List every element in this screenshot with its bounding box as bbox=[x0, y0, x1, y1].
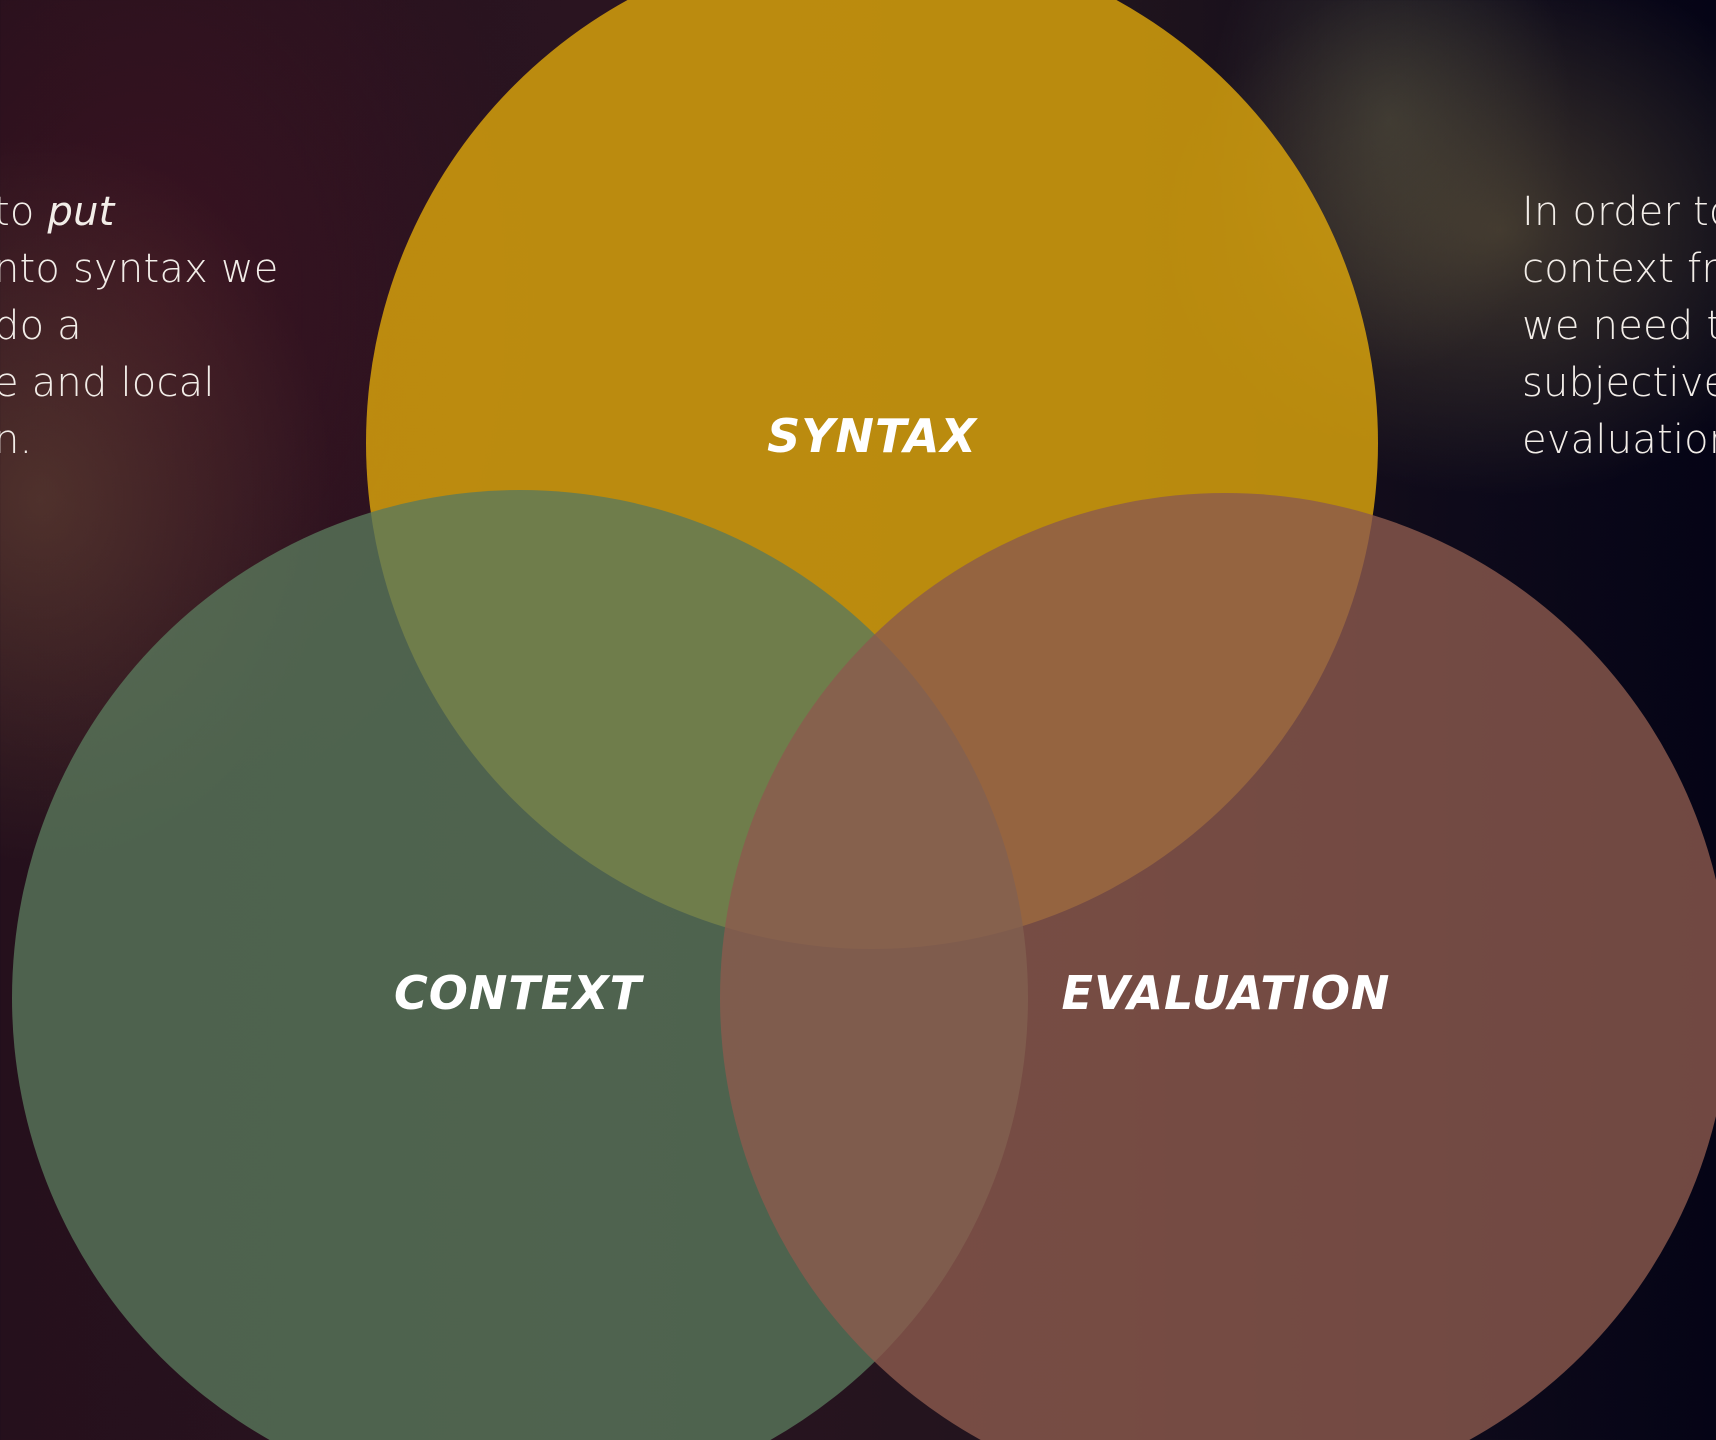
left-text-line-4: e and local bbox=[0, 360, 215, 406]
syntax-label: SYNTAX bbox=[767, 409, 978, 463]
left-text-line-5: n. bbox=[0, 417, 33, 463]
right-text-line-5: evaluation bbox=[1522, 417, 1716, 463]
context-label: CONTEXT bbox=[394, 966, 645, 1020]
evaluation-circle bbox=[720, 493, 1716, 1440]
right-description-text: In order to context fro we need t subjec… bbox=[1522, 184, 1716, 469]
left-text-line-1: to put bbox=[0, 189, 115, 235]
emphasis-put: put bbox=[47, 189, 115, 235]
evaluation-label: EVALUATION bbox=[1062, 966, 1391, 1020]
right-text-line-4: subjective bbox=[1522, 360, 1716, 406]
right-text-line-3: we need t bbox=[1522, 303, 1716, 349]
left-description-text: to put nto syntax we do a e and local n. bbox=[0, 184, 279, 469]
right-text-line-2: context fro bbox=[1522, 246, 1716, 292]
left-text-line-3: do a bbox=[0, 303, 82, 349]
right-text-line-1: In order to bbox=[1522, 189, 1716, 235]
left-text-line-2: nto syntax we bbox=[0, 246, 279, 292]
